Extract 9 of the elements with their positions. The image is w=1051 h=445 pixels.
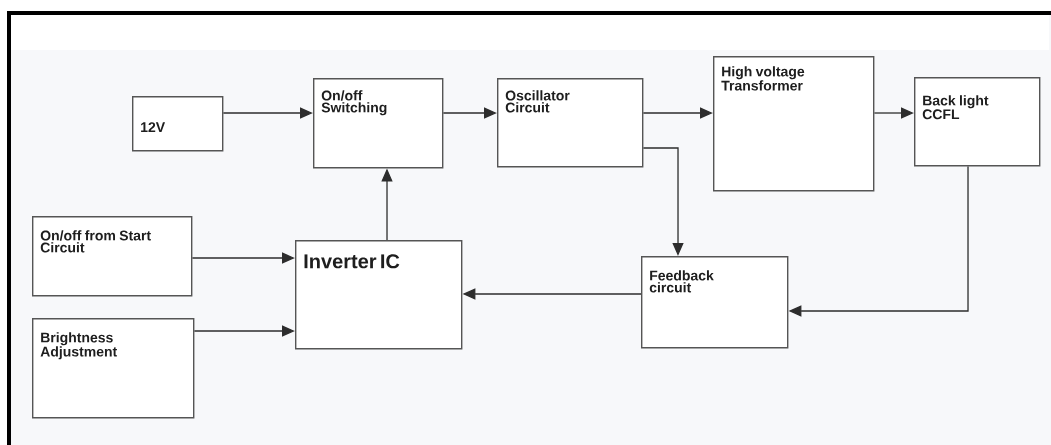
block-box: 12V — [132, 96, 224, 152]
block-box: On/off from Start Circuit — [32, 216, 193, 297]
block-box: High voltage Transformer — [713, 56, 875, 192]
block-box: Inverter IC — [295, 240, 463, 350]
block-box: Brightness Adjustment — [32, 318, 195, 419]
block-box: Oscillator Circuit — [497, 78, 644, 168]
block-box: Feedback circuit — [641, 256, 789, 349]
block-box: Back light CCFL — [914, 77, 1041, 167]
block-box: On/off Switching — [313, 78, 444, 169]
